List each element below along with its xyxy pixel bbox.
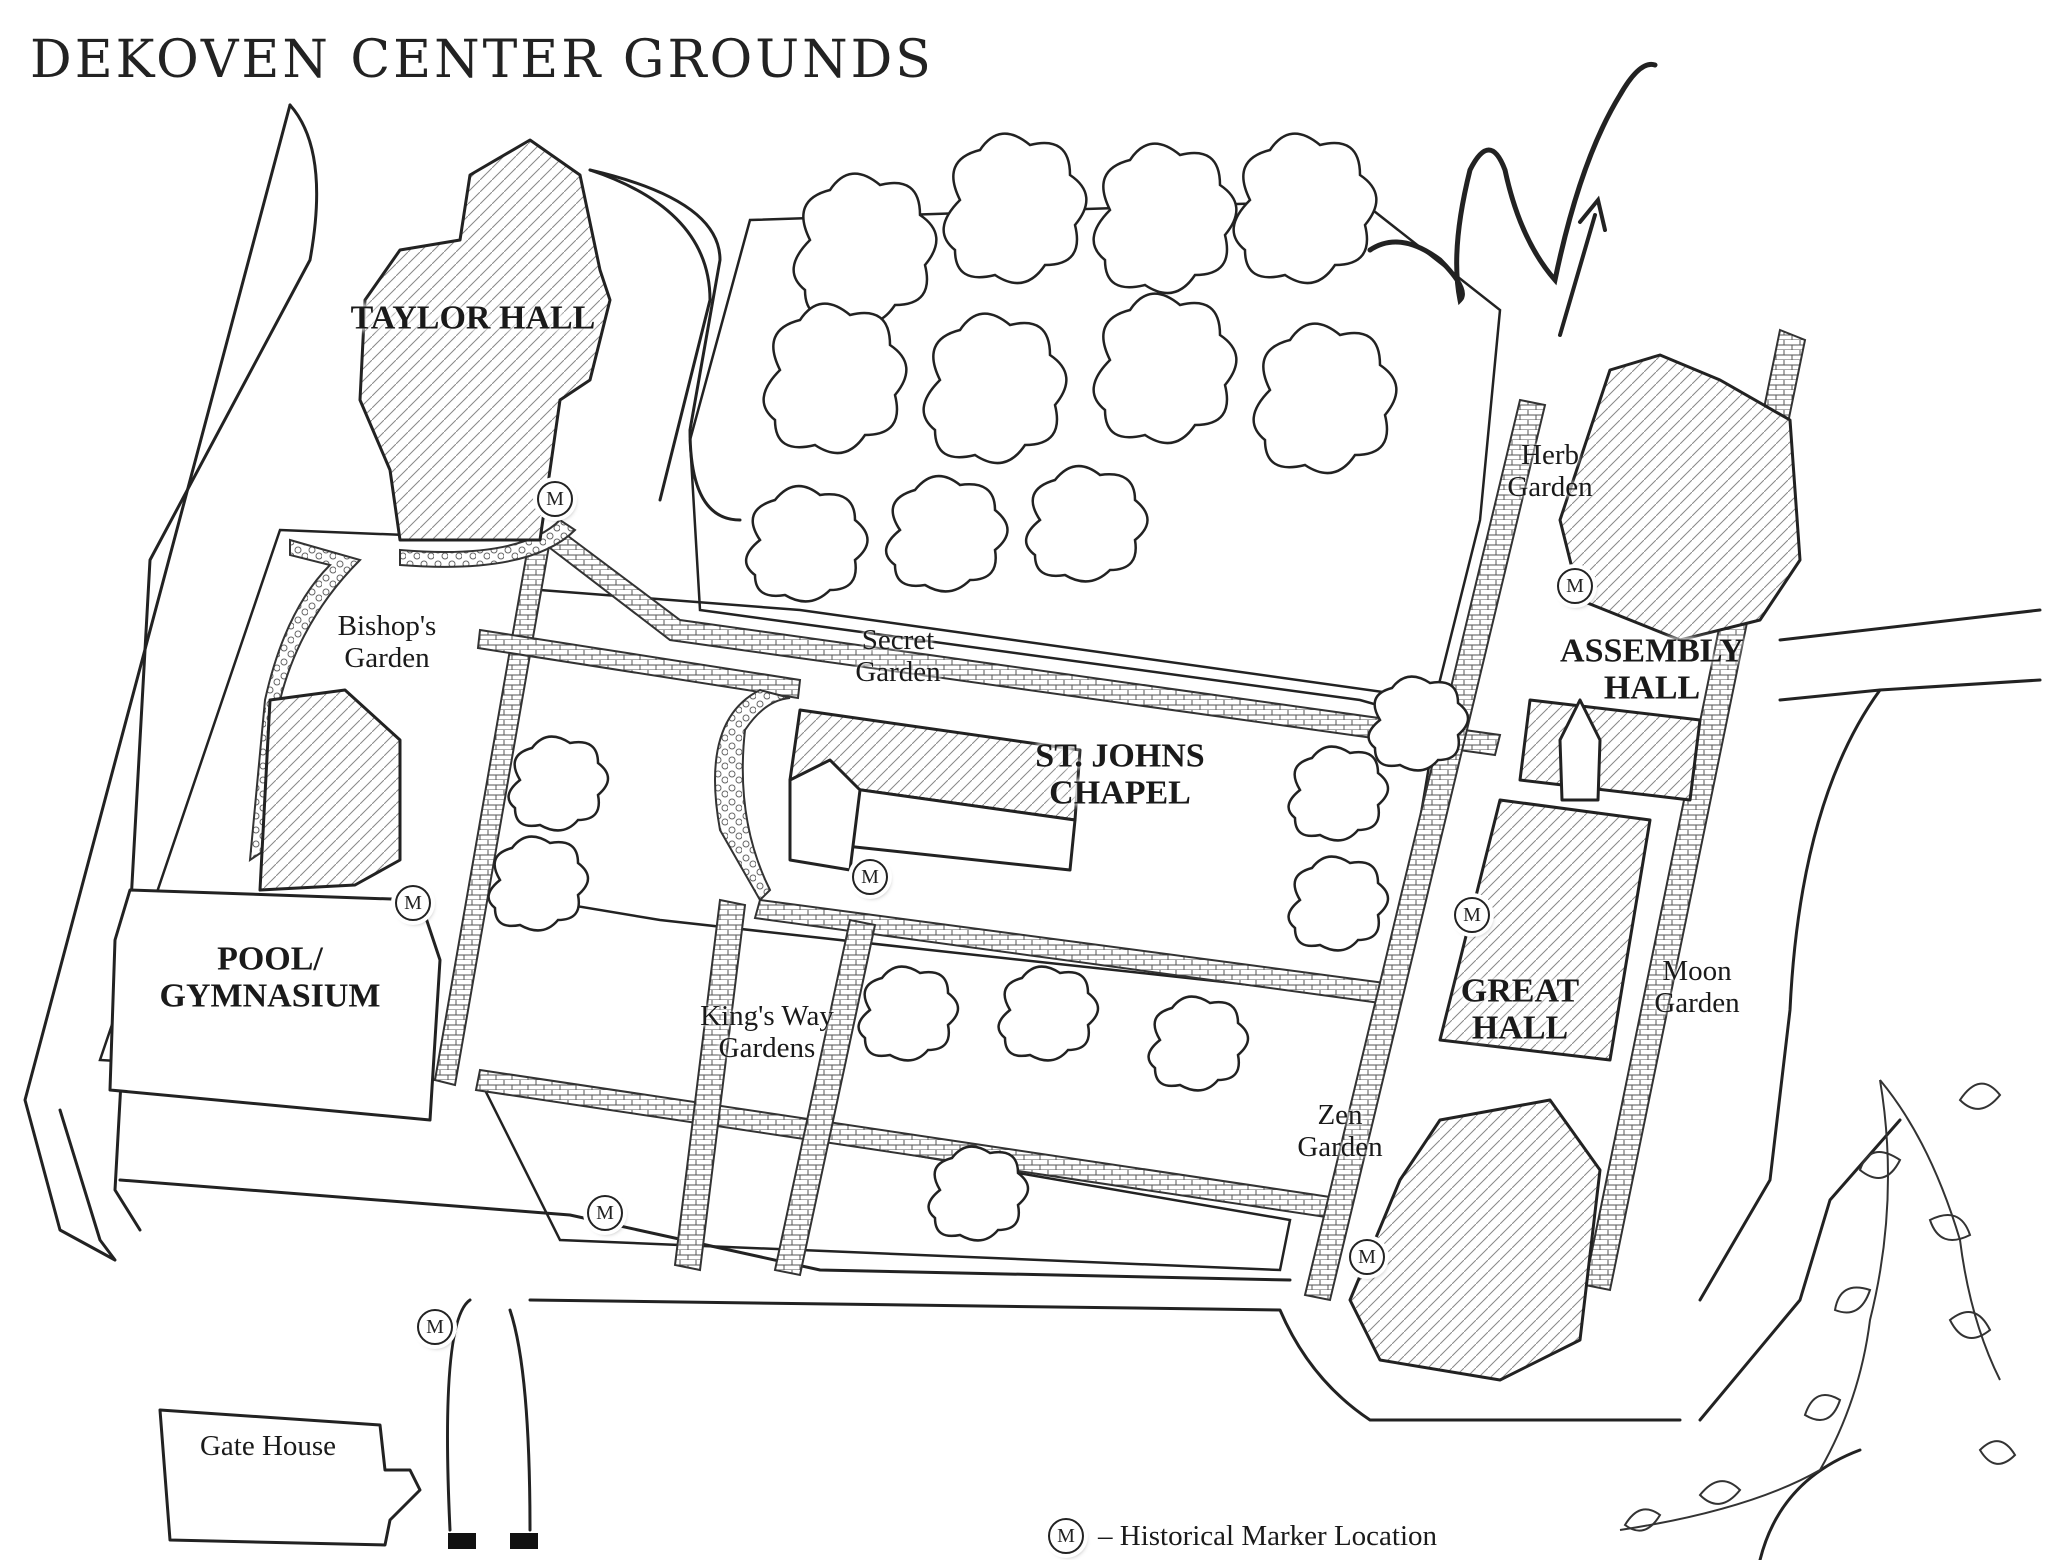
great-hall-building xyxy=(1438,798,1652,1062)
cobble-chapel xyxy=(714,688,791,902)
tree-icon xyxy=(927,1145,1030,1242)
label-secret-garden: Secret Garden xyxy=(855,624,941,688)
legend-marker-icon: M xyxy=(1048,1518,1084,1554)
road-right-lower xyxy=(1698,1118,1902,1422)
road-right-outer xyxy=(1778,608,2042,642)
historical-marker-icon[interactable]: M xyxy=(1557,568,1593,604)
tree-icon xyxy=(745,485,869,603)
legend-text: – Historical Marker Location xyxy=(1098,1519,1438,1552)
historical-marker-icon[interactable]: M xyxy=(587,1195,623,1231)
tree-icon xyxy=(762,302,908,455)
historical-marker-icon[interactable]: M xyxy=(1454,897,1490,933)
tree-icon xyxy=(1092,142,1238,295)
trees xyxy=(487,132,1470,1242)
road-left-loop xyxy=(113,103,319,1232)
tree-icon xyxy=(1252,322,1398,475)
vine-decoration-icon xyxy=(1619,1079,2017,1532)
road-right-bottom xyxy=(1758,1448,1862,1560)
label-zen-garden: Zen Garden xyxy=(1297,1099,1383,1163)
tree-icon xyxy=(997,965,1100,1062)
label-taylor-hall: TAYLOR HALL xyxy=(350,299,596,337)
historical-marker-icon[interactable]: M xyxy=(395,885,431,921)
tree-icon xyxy=(885,475,1009,593)
historical-marker-icon[interactable]: M xyxy=(1349,1239,1385,1275)
gate-post-right xyxy=(510,1533,538,1549)
road-bottom-inner xyxy=(508,1308,532,1532)
tree-icon xyxy=(857,965,960,1062)
road-left-outer xyxy=(23,103,292,1262)
road-bottom-inner-2 xyxy=(446,1298,472,1532)
label-pool-gymnasium: POOL/ GYMNASIUM xyxy=(159,940,381,1015)
tree-icon xyxy=(1287,855,1390,952)
gate-house-building xyxy=(158,1408,422,1547)
tree-icon xyxy=(1367,675,1470,772)
tree-icon xyxy=(1025,465,1149,583)
buildings xyxy=(108,138,1802,1547)
tree-icon xyxy=(507,735,610,832)
tree-icon xyxy=(1147,995,1250,1092)
taylor-hall-building xyxy=(358,138,612,542)
pool-building-roof xyxy=(258,688,402,892)
gate-post-left xyxy=(448,1533,476,1549)
assembly-hall-lower xyxy=(1518,698,1702,802)
assembly-hall-building xyxy=(1558,353,1802,642)
tree-icon xyxy=(487,835,590,932)
road-right-inner xyxy=(1698,688,1882,1302)
label-kings-way-gardens: King's Way Gardens xyxy=(700,1000,834,1064)
label-great-hall: GREAT HALL xyxy=(1460,972,1580,1047)
road-right-inner-2 xyxy=(1878,678,2042,692)
walk-bishop-to-chapel xyxy=(476,628,802,700)
tree-icon xyxy=(792,172,938,325)
label-assembly-hall: ASSEMBLY HALL xyxy=(1560,632,1744,707)
label-bishops-garden: Bishop's Garden xyxy=(337,610,437,674)
north-arrow-icon xyxy=(1367,61,1658,337)
label-herb-garden: Herb Garden xyxy=(1507,439,1593,503)
map-legend: M – Historical Marker Location xyxy=(1048,1518,1437,1554)
tree-icon xyxy=(1287,745,1390,842)
tree-icon xyxy=(1232,132,1378,285)
chapel-gable xyxy=(788,758,862,872)
historical-marker-icon[interactable]: M xyxy=(852,859,888,895)
tree-icon xyxy=(1092,292,1238,445)
label-moon-garden: Moon Garden xyxy=(1654,955,1740,1019)
gate-posts xyxy=(448,1533,538,1549)
walk-kings-way-1 xyxy=(673,898,747,1272)
tree-icon xyxy=(922,312,1068,465)
map-title: DEKOVEN CENTER GROUNDS xyxy=(30,30,934,90)
chapel-tower xyxy=(1558,698,1602,802)
great-hall-south xyxy=(1348,1098,1602,1382)
road-bottom-lower xyxy=(528,1298,1682,1422)
walk-east-spine xyxy=(1303,398,1547,1302)
historical-marker-icon[interactable]: M xyxy=(417,1309,453,1345)
label-st-johns-chapel: ST. JOHNS CHAPEL xyxy=(1035,737,1205,812)
road-taylor-loop xyxy=(588,168,742,522)
label-gate-house: Gate House xyxy=(199,1430,337,1463)
tree-icon xyxy=(942,132,1088,285)
historical-marker-icon[interactable]: M xyxy=(537,481,573,517)
road-top-curve xyxy=(588,168,712,502)
walk-kings-way-2 xyxy=(773,918,877,1277)
